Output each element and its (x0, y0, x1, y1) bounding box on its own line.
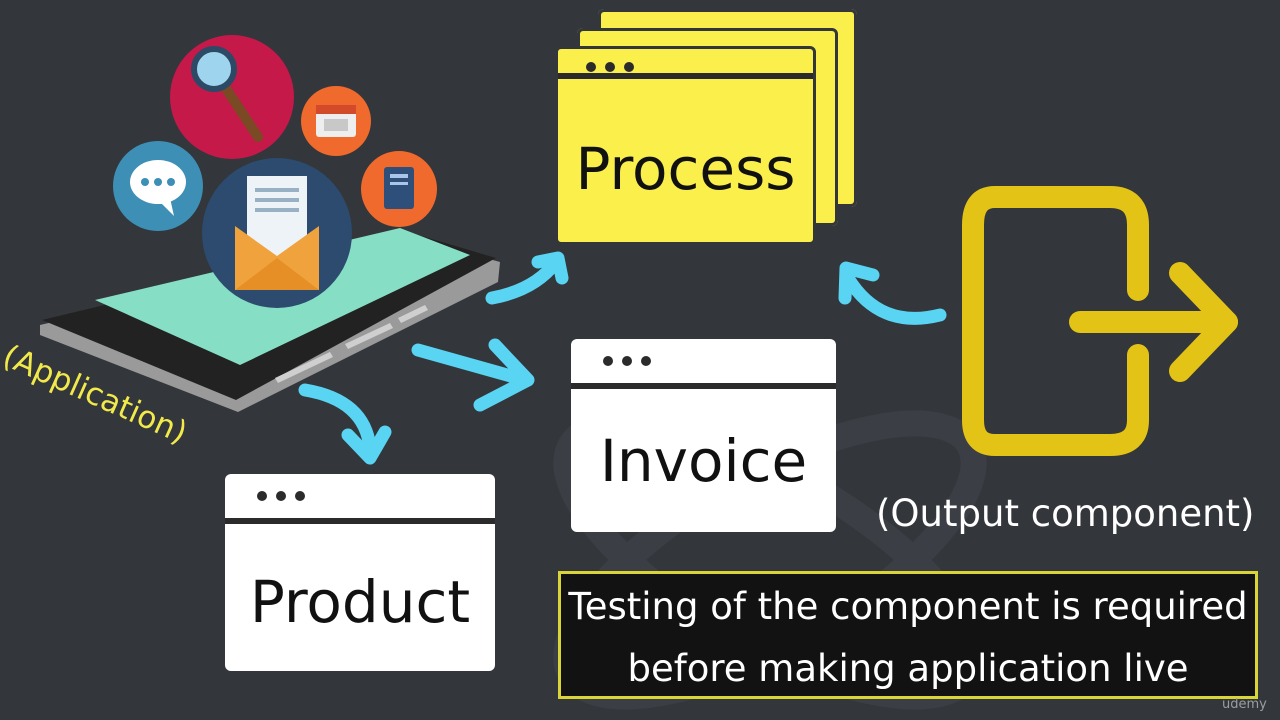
invoice-label: Invoice (599, 427, 808, 495)
envelope-icon (202, 158, 352, 308)
notebook-icon (361, 151, 437, 227)
process-window: Process (555, 46, 816, 245)
window-dots (586, 62, 634, 72)
caption-line-2: before making application live (627, 647, 1189, 690)
output-component-label: (Output component) (876, 492, 1255, 535)
caption-box: Testing of the component is required bef… (558, 571, 1258, 699)
product-window: Product (225, 474, 495, 671)
window-dots (257, 491, 305, 501)
exit-icon (962, 186, 1238, 456)
invoice-window: Invoice (571, 339, 836, 532)
product-label: Product (249, 568, 471, 636)
brand-watermark: udemy (1222, 697, 1267, 712)
window-dots (603, 356, 651, 366)
chat-bubble-icon (113, 141, 203, 231)
application-illustration (0, 0, 520, 470)
process-label: Process (575, 135, 796, 203)
caption-line-1: Testing of the component is required (568, 585, 1248, 628)
magnifier-icon (170, 35, 294, 159)
calendar-icon (301, 86, 371, 156)
